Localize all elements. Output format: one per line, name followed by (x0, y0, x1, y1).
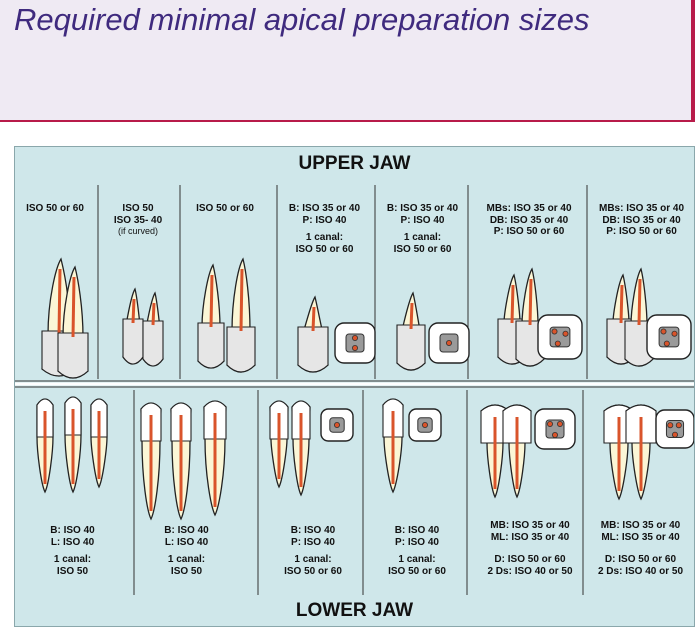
upper-first-molar-occlusal-orifice (554, 340, 561, 347)
upper-col-1-label: ISO 50 or 60 (26, 203, 84, 214)
upper-premolar-occlusal-1-pulp-floor (345, 333, 365, 353)
upper-premolar-occlusal-1-orifice (351, 334, 358, 341)
upper-lateral-incisor-1-crown (122, 318, 144, 365)
upper-central-incisor-1-canal (57, 268, 62, 336)
upper-col-2-label: ISO 50 ISO 35- 40 (if curved) (113, 203, 163, 236)
upper-canine-2-canal (239, 268, 244, 332)
page-title: Required minimal apical preparation size… (14, 2, 590, 37)
lower-second-molar-occlusal-orifice (675, 422, 682, 429)
lower-first-molar-occlusal-orifice (547, 420, 554, 427)
lower-first-molar-occlusal-orifice (557, 420, 564, 427)
diagram-panel: UPPER JAW ISO 50 or 60 ISO 50 ISO 35- 40… (14, 146, 695, 627)
upper-second-molar-occlusal-orifice (660, 328, 667, 335)
upper-col-6-label: MBs: ISO 35 or 40 DB: ISO 35 or 40 P: IS… (486, 203, 572, 237)
upper-second-molar-root-2-canal (637, 278, 642, 326)
upper-col-5-label: B: ISO 35 or 40 P: ISO 40 1 canal: ISO 5… (386, 203, 459, 255)
lower-first-molar-occlusal-orifice (552, 431, 559, 438)
upper-col-3-label: ISO 50 or 60 (196, 203, 254, 214)
upper-lateral-incisor-1-canal (131, 298, 136, 324)
upper-second-molar-occlusal-orifice (663, 340, 670, 347)
lower-premolar-occlusal-2-orifice (421, 421, 428, 428)
upper-canine-1-canal (209, 274, 214, 328)
title-banner: Required minimal apical preparation size… (0, 0, 695, 122)
lower-col-5-label: MB: ISO 35 or 40 ML: ISO 35 or 40 D: ISO… (487, 520, 573, 577)
upper-col-7-label: MBs: ISO 35 or 40 DB: ISO 35 or 40 P: IS… (598, 203, 685, 237)
upper-first-molar-occlusal-orifice (551, 328, 558, 335)
lower-col-4-label: B: ISO 40 P: ISO 40 1 canal: ISO 50 or 6… (388, 525, 446, 577)
upper-col-4-label: B: ISO 35 or 40 P: ISO 40 1 canal: ISO 5… (288, 203, 361, 255)
upper-lateral-incisor-2-crown (142, 320, 164, 367)
lower-jaw-heading: LOWER JAW (295, 600, 414, 621)
lower-premolar-occlusal-1-orifice (333, 421, 340, 428)
lower-second-molar-occlusal-orifice (667, 422, 674, 429)
upper-canine-1-crown (197, 322, 225, 369)
upper-first-premolar-crown (297, 326, 329, 373)
upper-jaw-heading: UPPER JAW (298, 153, 411, 174)
upper-first-molar-occlusal-orifice (562, 330, 569, 337)
upper-second-premolar-crown (396, 324, 426, 371)
teeth-illustration (15, 185, 694, 595)
upper-lateral-incisor-2-canal (151, 302, 156, 326)
lower-second-molar-occlusal-orifice (672, 431, 679, 438)
upper-second-molar-root-2-crown (624, 320, 654, 367)
upper-second-molar-occlusal-orifice (671, 330, 678, 337)
upper-canine-2-crown (226, 326, 256, 373)
upper-central-incisor-2-crown (57, 332, 89, 379)
lower-col-2-label: B: ISO 40 L: ISO 40 1 canal: ISO 50 (164, 525, 209, 577)
upper-premolar-occlusal-1-orifice (351, 344, 358, 351)
lower-col-3-label: B: ISO 40 P: ISO 40 1 canal: ISO 50 or 6… (284, 525, 342, 577)
upper-central-incisor-2-canal (71, 276, 76, 338)
upper-first-molar-root-1-canal (510, 284, 515, 324)
upper-first-premolar-canal (311, 306, 316, 332)
upper-premolar-occlusal-2-orifice (445, 339, 452, 346)
upper-first-molar-root-2-crown (515, 320, 545, 367)
lower-col-1-label: B: ISO 40 L: ISO 40 1 canal: ISO 50 (50, 525, 95, 577)
upper-first-molar-root-2-canal (528, 278, 533, 326)
lower-col-6-label: MB: ISO 35 or 40 ML: ISO 35 or 40 D: ISO… (597, 520, 684, 577)
upper-second-molar-root-1-canal (619, 284, 624, 324)
upper-second-premolar-canal (409, 302, 414, 330)
